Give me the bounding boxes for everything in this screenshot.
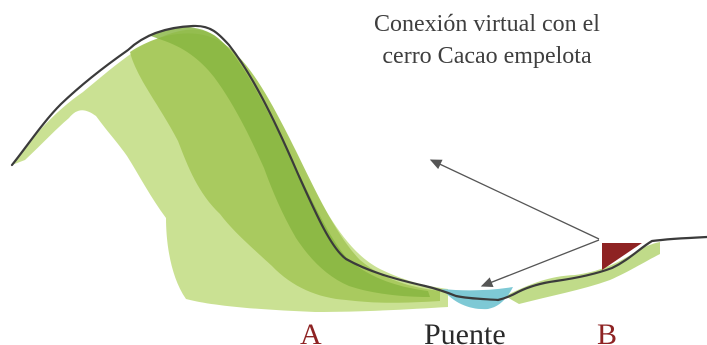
terrain-profile-line	[10, 24, 707, 302]
title-line-2: cerro Cacao empelota	[382, 43, 592, 69]
terrain-dark-area	[148, 27, 430, 298]
terrain-right-slope	[505, 242, 660, 304]
arrow-to-cerro-cacao	[429, 159, 600, 240]
bridge-label: Puente	[424, 318, 506, 345]
title-line-1: Conexión virtual con el	[374, 11, 600, 37]
point-b-marker	[602, 243, 642, 270]
diagram-title: Conexión virtual con el cerro Cacao empe…	[332, 8, 642, 72]
arrow-to-bridge	[480, 239, 600, 288]
point-a-label: A	[300, 318, 322, 345]
point-b-label: B	[597, 318, 618, 345]
